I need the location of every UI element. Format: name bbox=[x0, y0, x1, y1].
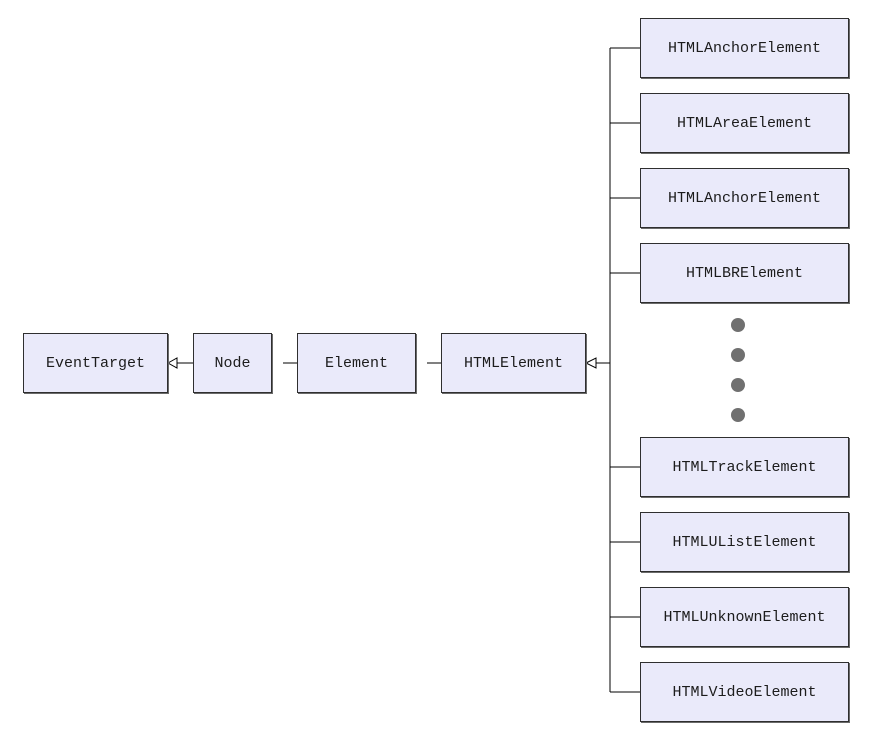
subclass-box: HTMLVideoElement bbox=[640, 662, 849, 722]
inheritance-arrow-icon bbox=[166, 357, 178, 369]
ellipsis-dot bbox=[731, 318, 745, 332]
ellipsis-dot bbox=[731, 378, 745, 392]
eventtarget-box: EventTarget bbox=[23, 333, 168, 393]
element-label: Element bbox=[324, 354, 388, 372]
subclass-box: HTMLAreaElement bbox=[640, 93, 849, 153]
node-box: Node bbox=[193, 333, 272, 393]
subclass-label: HTMLAreaElement bbox=[676, 114, 813, 132]
subclass-box: HTMLUnknownElement bbox=[640, 587, 849, 647]
subclass-box: HTMLAnchorElement bbox=[640, 168, 849, 228]
subclass-label: HTMLBRElement bbox=[685, 264, 804, 282]
subclass-label: HTMLUnknownElement bbox=[663, 608, 826, 626]
subclass-box: HTMLTrackElement bbox=[640, 437, 849, 497]
htmlelement-box: HTMLElement bbox=[441, 333, 586, 393]
subclass-label: HTMLAnchorElement bbox=[667, 39, 822, 57]
node-label: Node bbox=[214, 354, 251, 372]
inheritance-arrow-icon bbox=[584, 357, 597, 369]
element-box: Element bbox=[297, 333, 416, 393]
ellipsis-dot bbox=[731, 348, 745, 362]
subclass-box: HTMLAnchorElement bbox=[640, 18, 849, 78]
htmlelement-label: HTMLElement bbox=[463, 354, 564, 372]
subclass-label: HTMLUListElement bbox=[672, 533, 817, 551]
subclass-label: HTMLTrackElement bbox=[672, 458, 817, 476]
subclass-label: HTMLVideoElement bbox=[672, 683, 817, 701]
subclass-box: HTMLUListElement bbox=[640, 512, 849, 572]
eventtarget-label: EventTarget bbox=[45, 354, 146, 372]
subclass-label: HTMLAnchorElement bbox=[667, 189, 822, 207]
subclass-box: HTMLBRElement bbox=[640, 243, 849, 303]
ellipsis-dot bbox=[731, 408, 745, 422]
